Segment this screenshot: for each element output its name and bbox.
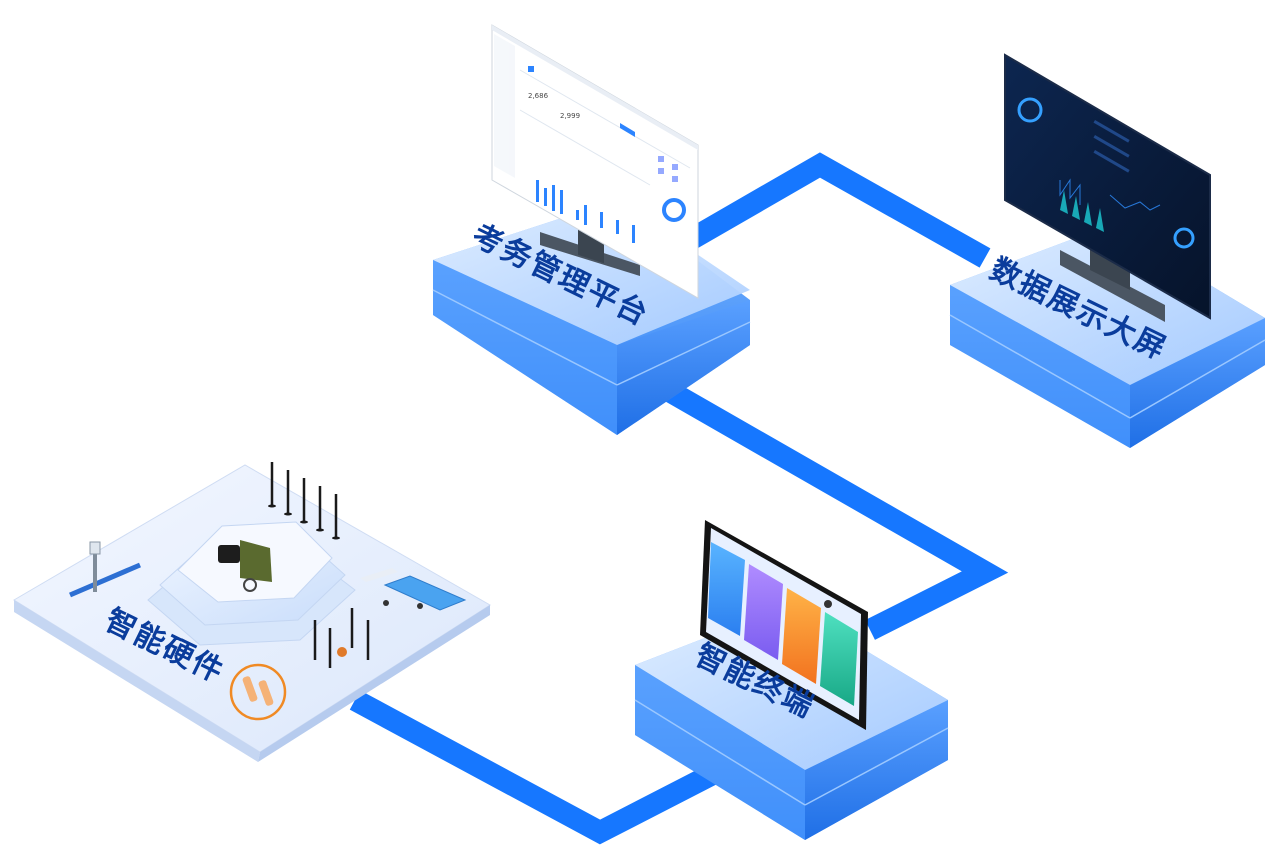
pullup-bar-icon: [69, 541, 141, 598]
monitor-icon-platform: 2,686 2,999: [491, 24, 699, 299]
platform-smart-hardware: [13, 464, 491, 762]
jump-mat-icon: [360, 568, 467, 611]
connector-lines: [349, 152, 1009, 845]
jump-rope-icon: [229, 663, 287, 721]
connector-platform-to-screen: [684, 152, 991, 268]
tablet-icon: [700, 520, 868, 730]
block-smart-terminal: [634, 605, 949, 840]
sensor-pole-icon: [270, 462, 370, 668]
svg-text:2,686: 2,686: [528, 92, 549, 100]
monitor-icon-data-screen: [1004, 53, 1211, 322]
ball-icon: [337, 647, 347, 657]
connector-platform-to-terminal: [644, 370, 1009, 640]
svg-text:2,999: 2,999: [560, 112, 580, 120]
pole-bases: [268, 504, 340, 540]
connector-hardware-to-terminal: [349, 690, 746, 845]
